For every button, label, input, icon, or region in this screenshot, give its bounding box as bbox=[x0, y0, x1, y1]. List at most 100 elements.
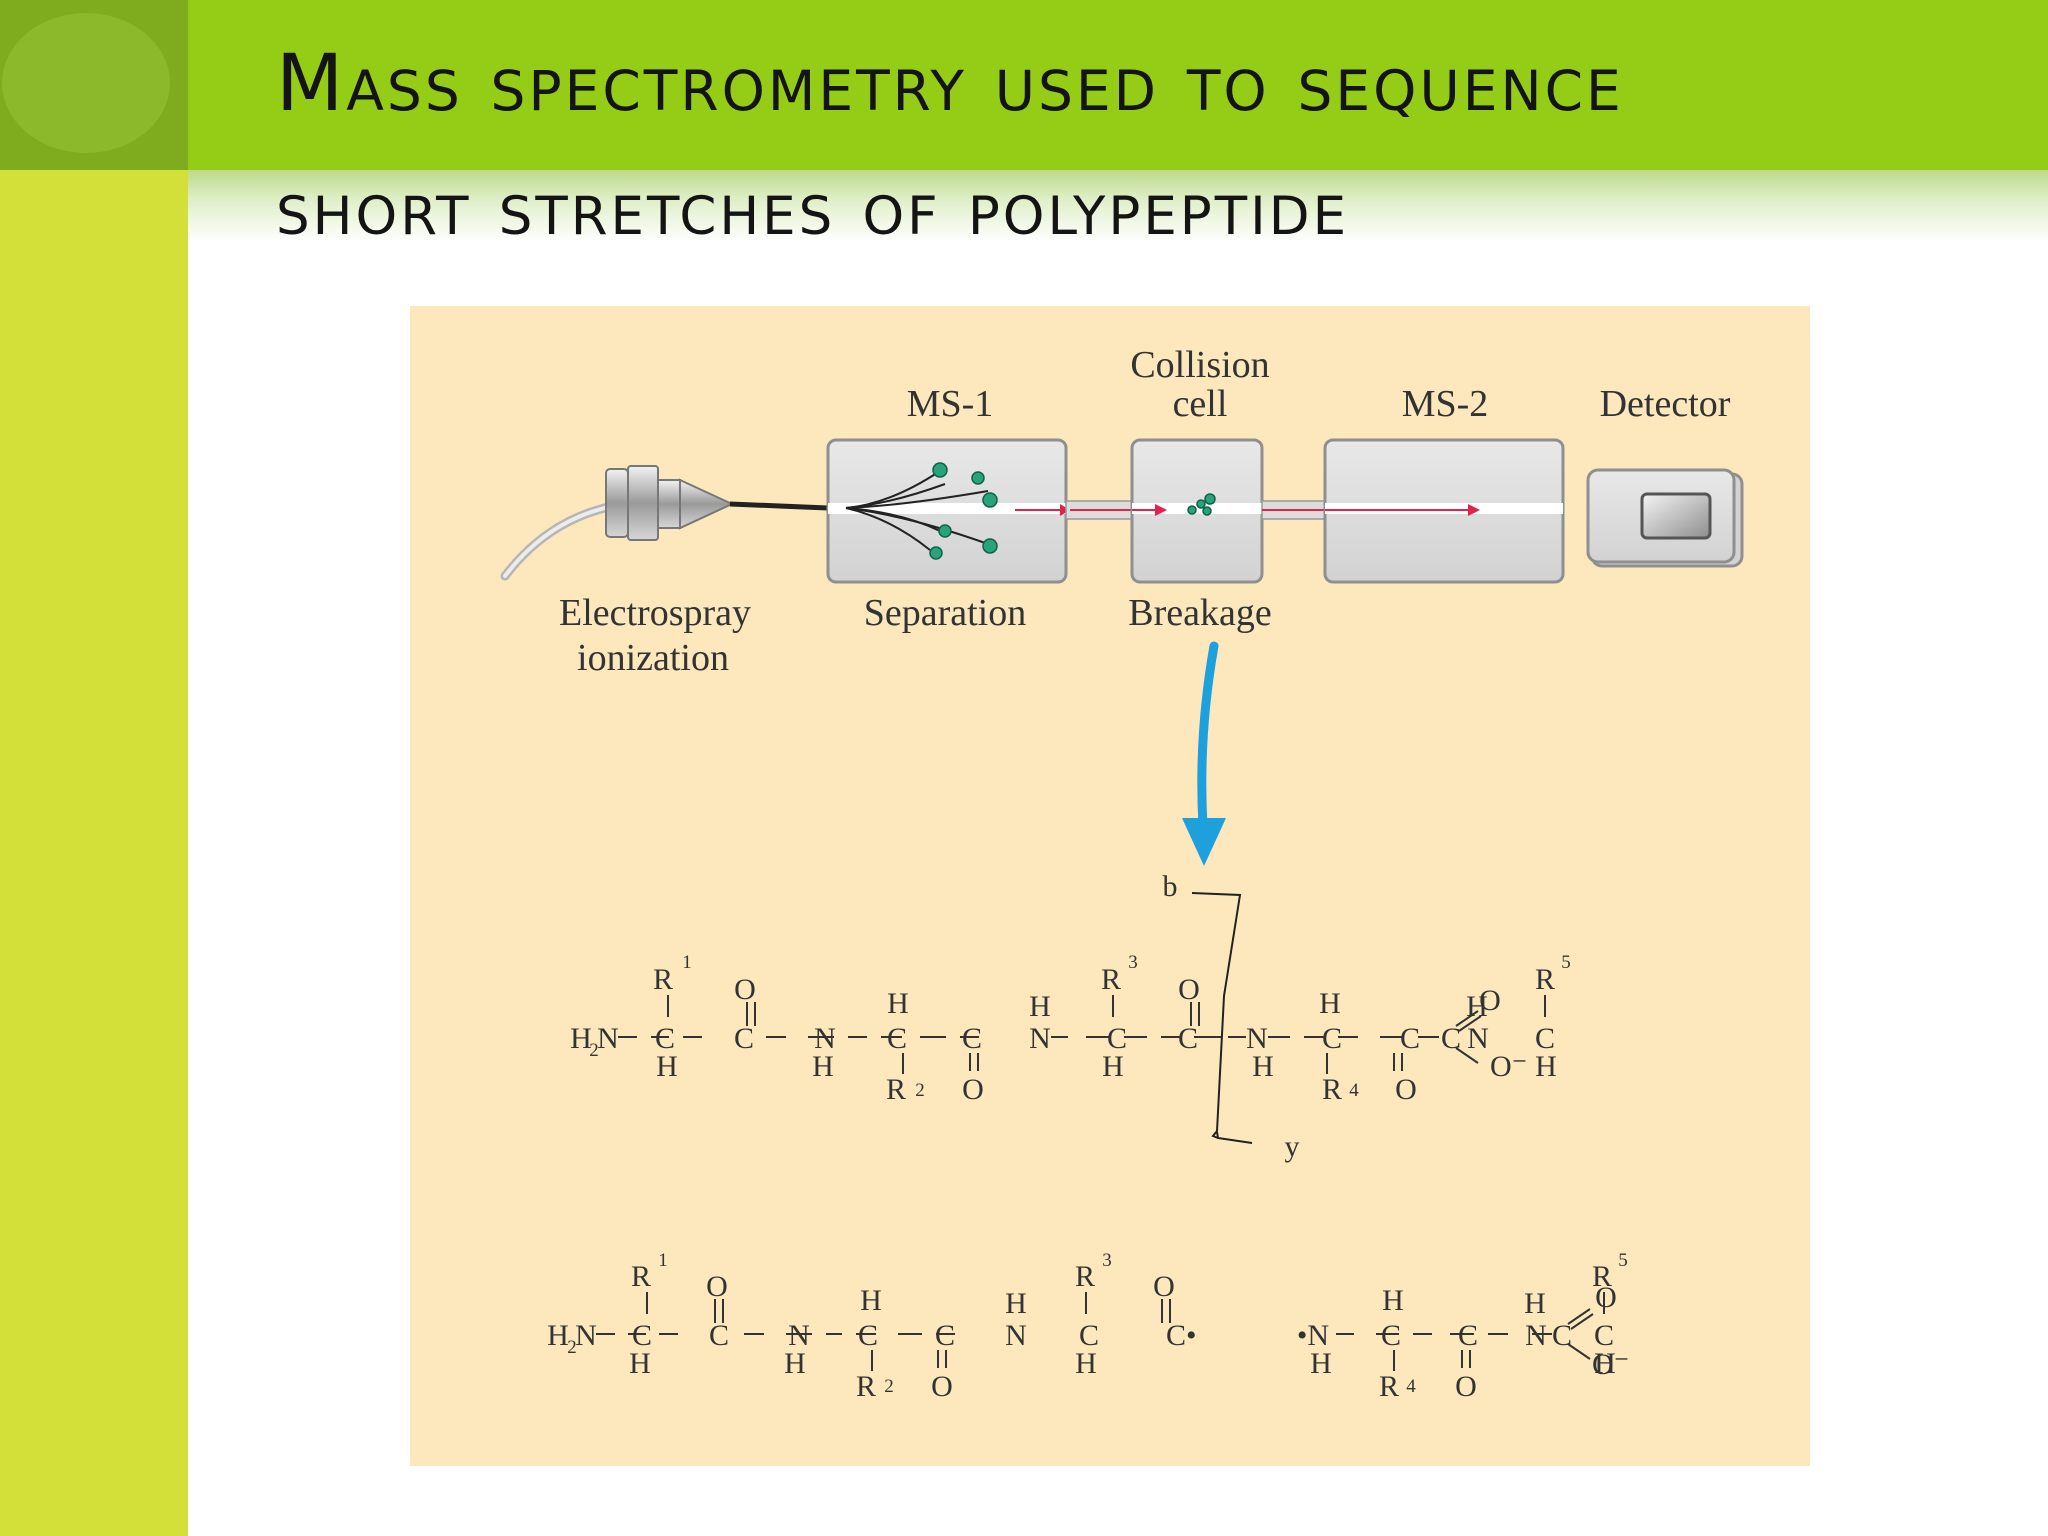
atom: 5 bbox=[1618, 1250, 1628, 1271]
atom: C bbox=[935, 1319, 955, 1352]
atom: C bbox=[632, 1319, 652, 1352]
atom: H bbox=[629, 1347, 651, 1380]
atom: C bbox=[1594, 1319, 1614, 1352]
atom: 3 bbox=[1102, 1250, 1112, 1271]
atom: R bbox=[1379, 1370, 1399, 1403]
atom: H bbox=[1005, 1287, 1027, 1320]
atom: O bbox=[1395, 1073, 1417, 1106]
atom: R bbox=[1075, 1260, 1095, 1293]
atom: C bbox=[962, 1022, 982, 1055]
atom: H bbox=[1075, 1347, 1097, 1380]
atom: H bbox=[570, 1022, 592, 1055]
ms-diagram: MS-1 Collision cell MS-2 Detector bbox=[500, 344, 1744, 1403]
atom: 2 bbox=[589, 1040, 599, 1061]
label-breakage: Breakage bbox=[1128, 592, 1271, 634]
atom: 2 bbox=[915, 1080, 925, 1101]
atom: C bbox=[1441, 1022, 1461, 1055]
atom: R bbox=[856, 1370, 876, 1403]
atom: N bbox=[1467, 1022, 1489, 1055]
atom: 4 bbox=[1349, 1080, 1359, 1101]
detector-device bbox=[1586, 468, 1744, 568]
atom: O bbox=[706, 1270, 728, 1303]
corner-decoration bbox=[0, 0, 188, 170]
atom: H bbox=[1319, 987, 1341, 1020]
atom: H bbox=[1252, 1050, 1274, 1083]
atom: R bbox=[1101, 963, 1121, 996]
slide-title-line-1: Mass spectrometry used to sequence bbox=[276, 39, 1624, 129]
atom: H bbox=[1029, 990, 1051, 1023]
atom: H bbox=[1310, 1347, 1332, 1380]
atom: C bbox=[1458, 1319, 1478, 1352]
label-ms1: MS-1 bbox=[907, 383, 994, 425]
atom: N bbox=[814, 1022, 836, 1055]
atom: O⁻ bbox=[1490, 1050, 1528, 1083]
y-ion-fragment: •N H C H R 4 C O H N C R 5 H C O O⁻ bbox=[1297, 1250, 1630, 1403]
atom: O bbox=[962, 1073, 984, 1106]
atom: H bbox=[784, 1347, 806, 1380]
atom: O bbox=[1479, 984, 1501, 1017]
atom: 2 bbox=[884, 1376, 894, 1397]
title-bar bbox=[188, 0, 2048, 170]
atom: C bbox=[1552, 1319, 1572, 1352]
atom: R bbox=[886, 1073, 906, 1106]
atom: R bbox=[1322, 1073, 1342, 1106]
atom: H bbox=[1102, 1050, 1124, 1083]
atom: N bbox=[788, 1319, 810, 1352]
atom: N bbox=[575, 1319, 597, 1352]
atom: R bbox=[631, 1260, 651, 1293]
atom: H bbox=[656, 1050, 678, 1083]
atom: O bbox=[1178, 973, 1200, 1006]
atom: R bbox=[1592, 1260, 1612, 1293]
slide-title: Mass spectrometry used to sequence short… bbox=[276, 22, 2036, 270]
atom: 1 bbox=[682, 952, 692, 973]
peptide-bonds bbox=[596, 995, 1605, 1371]
atom: H bbox=[547, 1319, 569, 1352]
left-accent-bar bbox=[0, 0, 188, 1536]
label-electrospray-line-1: Electrospray bbox=[559, 592, 751, 634]
connector-collision-ms2 bbox=[1261, 500, 1329, 520]
atom: C bbox=[734, 1022, 754, 1055]
ion-dots bbox=[929, 462, 998, 560]
atom: C bbox=[709, 1319, 729, 1352]
label-b-ion: b bbox=[1163, 870, 1178, 903]
atom: N bbox=[1525, 1319, 1547, 1352]
atom: C bbox=[1079, 1319, 1099, 1352]
cleavage-marker: b y bbox=[1163, 870, 1300, 1163]
atom: 2 bbox=[567, 1337, 577, 1358]
atom: H bbox=[860, 1284, 882, 1317]
atom: C bbox=[858, 1319, 878, 1352]
b-ion-fragment: H 2 N C R 1 H C O N H C H R 2 C O H N C … bbox=[547, 1250, 1196, 1403]
atom: C bbox=[655, 1022, 675, 1055]
label-collision-line-1: Collision bbox=[1130, 344, 1269, 386]
atom: C bbox=[1400, 1022, 1420, 1055]
atom: C• bbox=[1166, 1319, 1197, 1352]
atom: 5 bbox=[1561, 952, 1571, 973]
atom: H bbox=[887, 987, 909, 1020]
atom: H bbox=[812, 1050, 834, 1083]
electrospray-needle bbox=[500, 465, 829, 581]
atom: O bbox=[1153, 1270, 1175, 1303]
fragment-dots bbox=[1187, 493, 1216, 516]
atom: O bbox=[931, 1370, 953, 1403]
atom: N bbox=[1005, 1319, 1027, 1352]
label-separation: Separation bbox=[864, 592, 1027, 634]
atom: O bbox=[1455, 1370, 1477, 1403]
label-electrospray-line-2: ionization bbox=[577, 637, 729, 679]
ms1-box bbox=[826, 438, 1070, 584]
atom: N bbox=[1246, 1022, 1268, 1055]
atom: C bbox=[1107, 1022, 1127, 1055]
atom: H bbox=[1535, 1050, 1557, 1083]
atom: C bbox=[1178, 1022, 1198, 1055]
label-collision-line-2: cell bbox=[1173, 383, 1228, 425]
atom: C bbox=[1535, 1022, 1555, 1055]
breakage-arrow bbox=[1182, 641, 1226, 866]
atom: •N bbox=[1297, 1319, 1329, 1352]
ms-figure-panel: MS-1 Collision cell MS-2 Detector bbox=[410, 306, 1810, 1466]
atom: O bbox=[734, 973, 756, 1006]
atom: R bbox=[1535, 963, 1555, 996]
atom: R bbox=[653, 963, 673, 996]
title-bar-fade bbox=[188, 170, 2048, 242]
ms2-box bbox=[1323, 438, 1565, 584]
atom: O bbox=[1595, 1281, 1617, 1314]
label-ms2: MS-2 bbox=[1402, 383, 1489, 425]
